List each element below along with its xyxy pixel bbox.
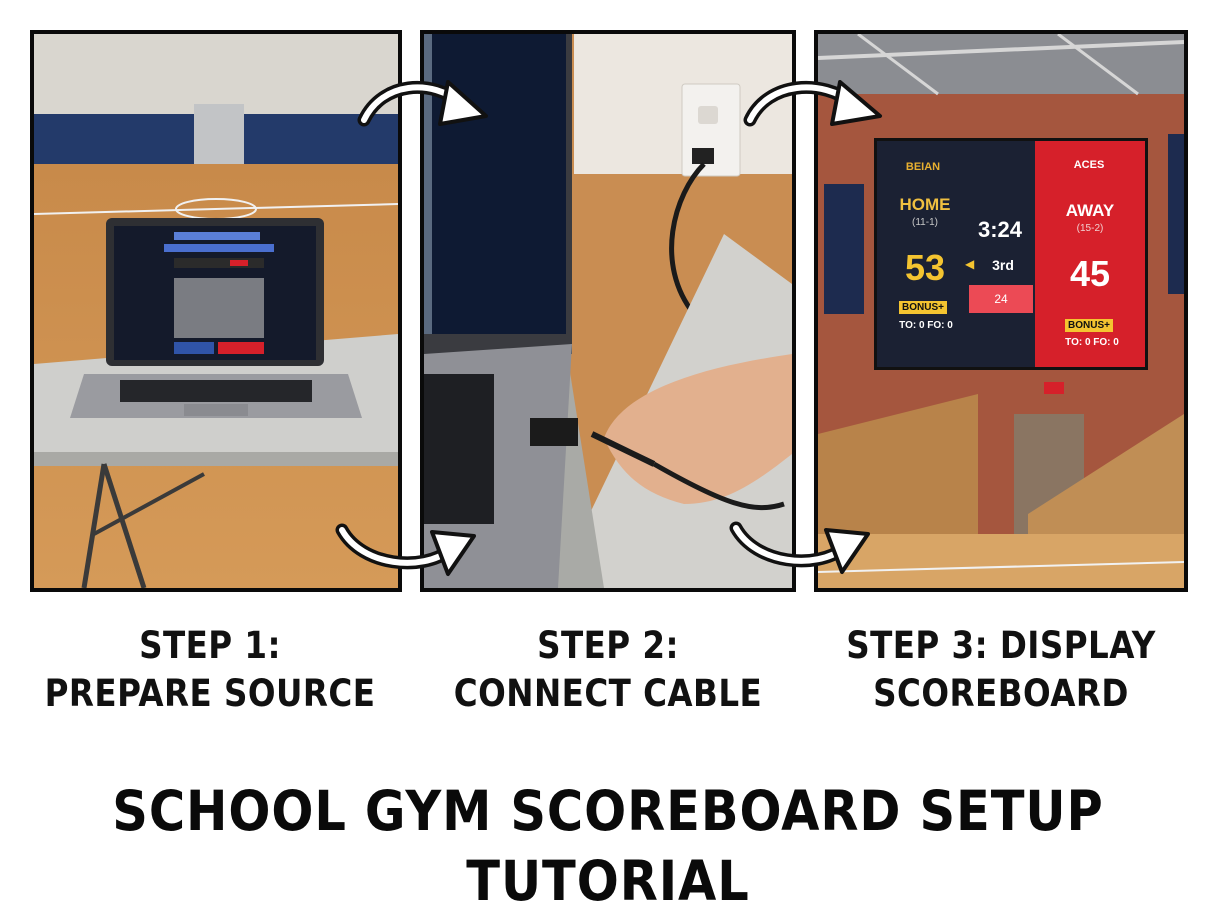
period: 3rd	[992, 257, 1014, 273]
step-2-label: STEP 2: CONNECT CABLE	[441, 622, 775, 718]
curved-arrow-icon	[335, 523, 476, 576]
tutorial-title: SCHOOL GYM SCOREBOARD SETUP TUTORIAL	[112, 779, 1104, 913]
shot-clock: 24	[969, 285, 1033, 313]
step-1-label: STEP 1: PREPARE SOURCE	[43, 622, 377, 718]
cable-connect-scene	[424, 34, 792, 588]
step-1-description: PREPARE SOURCE	[44, 672, 376, 715]
home-logo: BEIAN	[905, 161, 941, 173]
game-clock: 3:24	[977, 217, 1023, 242]
home-timeouts-fouls: TO: 0 FO: 0	[899, 320, 953, 331]
home-panel: BEIAN HOME (11-1) 53 BONUS+ TO: 0 FO: 0 …	[877, 141, 1035, 367]
step-2-photo	[420, 30, 796, 592]
curved-arrow-icon	[743, 80, 882, 127]
gym-laptop-scene	[34, 34, 398, 588]
step-1-photo	[30, 30, 402, 592]
away-logo: ACES	[1073, 159, 1105, 171]
away-panel: ACES AWAY (15-2) 45 BONUS+ TO: 0 FO: 0	[1035, 141, 1145, 367]
step-2-description: CONNECT CABLE	[453, 672, 763, 715]
step-3-photo: BEIAN HOME (11-1) 53 BONUS+ TO: 0 FO: 0 …	[814, 30, 1188, 592]
away-record: (15-2)	[1076, 223, 1104, 234]
home-record: (11-1)	[912, 217, 938, 228]
away-score: 45	[1069, 253, 1111, 294]
step-3-number: STEP 3: DISPLAY	[846, 624, 1156, 667]
away-bonus-badge: BONUS+	[1065, 319, 1113, 332]
step-1-number: STEP 1:	[139, 624, 281, 667]
step-3-description: SCOREBOARD	[873, 672, 1129, 715]
away-label: AWAY	[1065, 201, 1115, 220]
home-bonus-badge: BONUS+	[899, 301, 947, 314]
step-3-label: STEP 3: DISPLAY SCOREBOARD	[834, 622, 1168, 718]
curved-arrow-icon	[357, 80, 488, 127]
scoreboard-display: BEIAN HOME (11-1) 53 BONUS+ TO: 0 FO: 0 …	[874, 138, 1148, 370]
away-timeouts-fouls: TO: 0 FO: 0	[1065, 337, 1119, 348]
home-score: 53	[904, 247, 946, 288]
home-label: HOME	[899, 195, 951, 214]
curved-arrow-icon	[729, 521, 870, 574]
possession-arrow-icon: ◀	[965, 257, 975, 271]
step-2-number: STEP 2:	[537, 624, 679, 667]
